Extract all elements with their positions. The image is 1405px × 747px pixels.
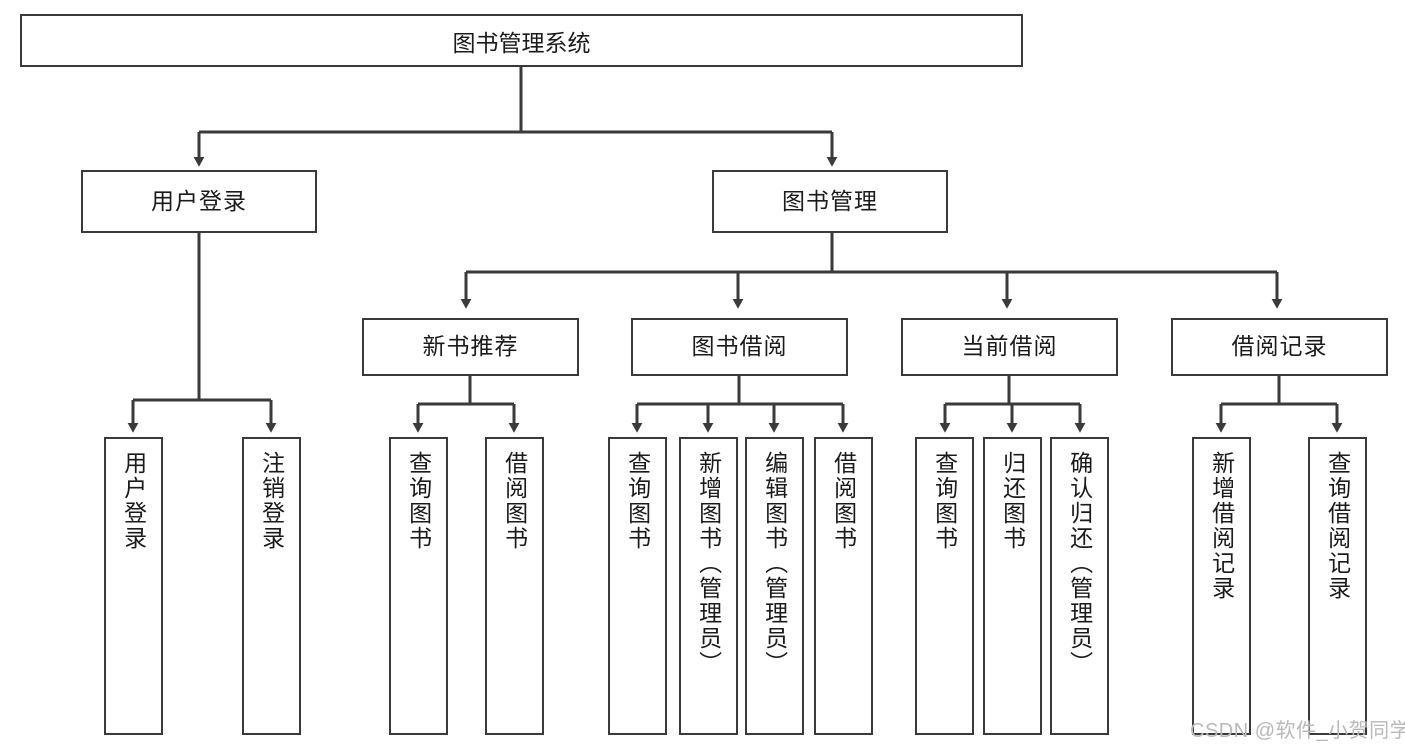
- node-label: 图书管理: [782, 187, 878, 214]
- leaf-label: 注销登录: [258, 451, 285, 551]
- leaf-label: 查询图书: [405, 451, 432, 551]
- leaf-label: 编辑图书（管理员）: [761, 451, 788, 676]
- leaf-recommend-query-book[interactable]: 查询图书: [389, 437, 448, 735]
- node-label: 借阅记录: [1231, 333, 1328, 360]
- leaf-current-return-book[interactable]: 归还图书: [983, 437, 1042, 735]
- leaf-label: 借阅图书: [501, 451, 528, 551]
- leaf-label: 归还图书: [999, 451, 1026, 551]
- leaf-record-query-record[interactable]: 查询借阅记录: [1308, 437, 1367, 735]
- node-new-book-recommend[interactable]: 新书推荐: [362, 318, 579, 376]
- leaf-label: 查询借阅记录: [1324, 451, 1351, 601]
- leaf-label: 新增借阅记录: [1208, 451, 1235, 601]
- node-current-borrow[interactable]: 当前借阅: [901, 318, 1118, 376]
- leaf-borrow-add-book-admin[interactable]: 新增图书（管理员）: [679, 437, 738, 735]
- leaf-label: 新增图书（管理员）: [695, 451, 722, 676]
- node-root-system[interactable]: 图书管理系统: [20, 14, 1023, 67]
- watermark-text: CSDN @软件_小贺同学: [1190, 720, 1405, 742]
- leaf-label: 借阅图书: [830, 451, 857, 551]
- leaf-record-add-record[interactable]: 新增借阅记录: [1192, 437, 1251, 735]
- leaf-label: 用户登录: [120, 451, 147, 551]
- leaf-borrow-borrow-book[interactable]: 借阅图书: [814, 437, 873, 735]
- node-user-login[interactable]: 用户登录: [81, 170, 317, 233]
- node-book-management[interactable]: 图书管理: [712, 170, 948, 233]
- leaf-user-login-logout[interactable]: 注销登录: [242, 437, 301, 735]
- leaf-current-query-book[interactable]: 查询图书: [915, 437, 974, 735]
- leaf-current-confirm-return-admin[interactable]: 确认归还（管理员）: [1050, 437, 1109, 735]
- node-label: 用户登录: [151, 187, 247, 214]
- leaf-label: 查询图书: [624, 451, 651, 551]
- node-label: 当前借阅: [961, 333, 1058, 360]
- leaf-label: 确认归还（管理员）: [1066, 451, 1093, 676]
- node-label: 新书推荐: [422, 333, 519, 360]
- node-label: 图书借阅: [691, 333, 788, 360]
- leaf-recommend-borrow-book[interactable]: 借阅图书: [485, 437, 544, 735]
- node-label: 图书管理系统: [452, 29, 591, 56]
- leaf-borrow-query-book[interactable]: 查询图书: [608, 437, 667, 735]
- node-book-borrow[interactable]: 图书借阅: [631, 318, 848, 376]
- leaf-label: 查询图书: [931, 451, 958, 551]
- leaf-borrow-edit-book-admin[interactable]: 编辑图书（管理员）: [745, 437, 804, 735]
- node-borrow-record[interactable]: 借阅记录: [1171, 318, 1388, 376]
- leaf-user-login-login[interactable]: 用户登录: [104, 437, 163, 735]
